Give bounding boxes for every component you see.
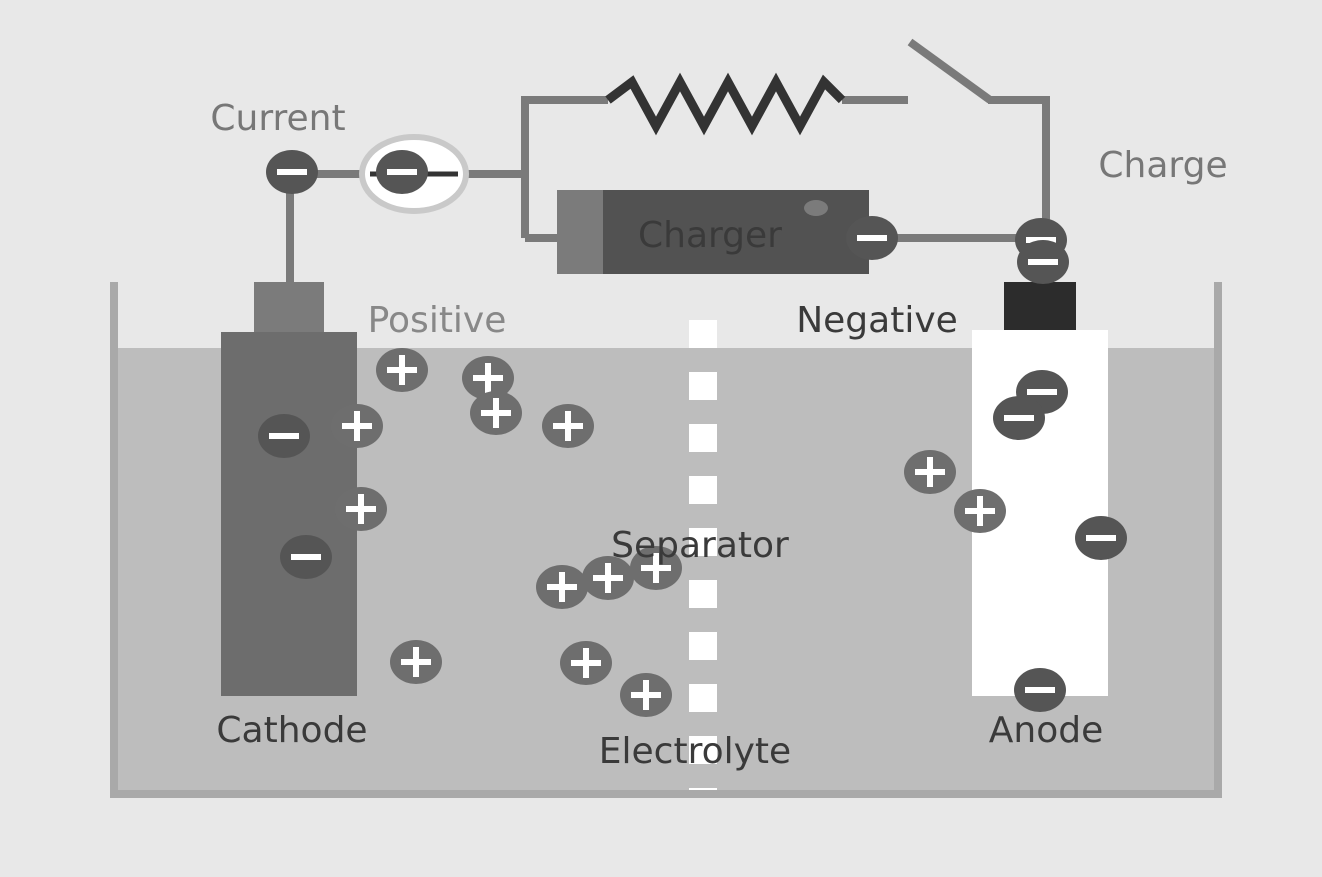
wire	[988, 96, 1050, 240]
positive-ion	[462, 356, 514, 400]
current-label: Current	[210, 98, 345, 139]
separator-label: Separator	[611, 525, 789, 566]
switch	[907, 38, 993, 104]
electrolyte-label: Electrolyte	[599, 731, 791, 772]
electron	[1075, 516, 1127, 560]
electron	[266, 150, 318, 194]
resistor	[605, 72, 846, 136]
positive-ion	[331, 404, 383, 448]
positive-ion	[542, 404, 594, 448]
anode-terminal	[1004, 282, 1076, 332]
positive-ion	[630, 546, 682, 590]
wire	[521, 96, 608, 238]
electron	[280, 535, 332, 579]
positive-ion	[376, 348, 428, 392]
particles	[258, 150, 1127, 717]
positive-ion	[620, 673, 672, 717]
negative-label: Negative	[796, 300, 958, 341]
charge-label: Charge	[1098, 145, 1227, 186]
positive-ion	[536, 565, 588, 609]
positive-ion	[335, 487, 387, 531]
positive-label: Positive	[368, 300, 507, 341]
charger-label: Charger	[638, 215, 782, 256]
electron	[258, 414, 310, 458]
electron	[1017, 240, 1069, 284]
anode-label: Anode	[989, 710, 1103, 751]
cathode-label: Cathode	[216, 710, 367, 751]
positive-ion	[904, 450, 956, 494]
positive-ion	[582, 556, 634, 600]
charger-highlight	[804, 200, 828, 216]
cathode-terminal	[254, 282, 324, 334]
electron	[846, 216, 898, 260]
charger-cap	[557, 190, 603, 274]
electron	[993, 396, 1045, 440]
cathode	[221, 332, 357, 696]
positive-ion	[470, 391, 522, 435]
electron	[376, 150, 428, 194]
positive-ion	[560, 641, 612, 685]
positive-ion	[390, 640, 442, 684]
container	[110, 282, 1222, 798]
positive-ion	[954, 489, 1006, 533]
electron	[1014, 668, 1066, 712]
